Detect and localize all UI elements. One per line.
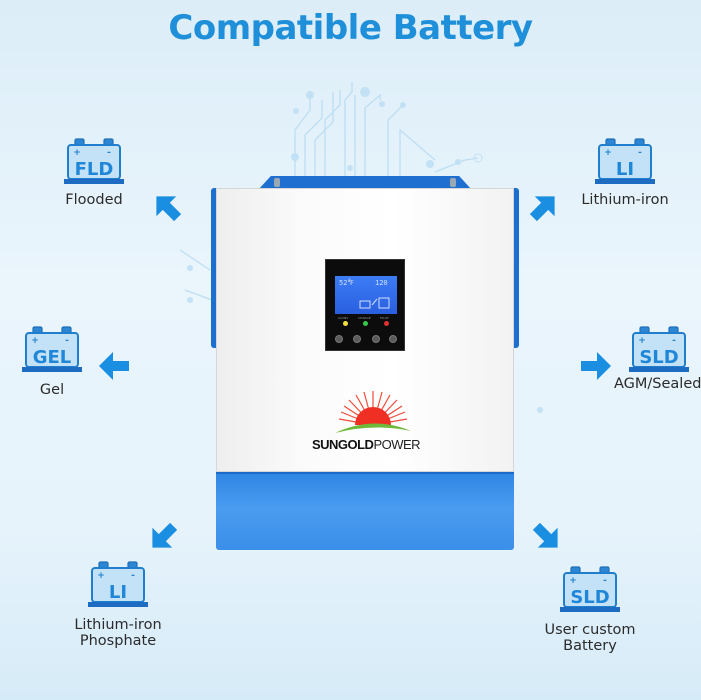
arrow-up-left-icon — [156, 196, 182, 222]
inverter-body: 52̊℉ 120 AC/INV CHARGE FAULT — [216, 188, 514, 472]
brand-name: SUNGOLDPOWER — [217, 437, 515, 452]
svg-text:-: - — [65, 336, 69, 346]
battery-icon: + - GEL — [22, 326, 82, 372]
arrow-down-left-icon — [152, 522, 178, 548]
brand-name-light: POWER — [373, 437, 421, 452]
svg-text:+: + — [638, 336, 646, 346]
svg-text:+: + — [73, 148, 81, 158]
battery-label-line1: User custom — [544, 622, 636, 638]
battery-item-user-custom: + - SLD User custom Battery — [538, 566, 642, 654]
bolt-icon — [450, 178, 456, 187]
svg-text:-: - — [107, 148, 111, 158]
led-fault-indicator — [384, 321, 389, 326]
bolt-icon — [274, 178, 280, 187]
inverter-top-bracket — [258, 176, 472, 190]
control-panel: 52̊℉ 120 AC/INV CHARGE FAULT — [325, 259, 405, 351]
down-button — [372, 335, 380, 343]
battery-icon: + - LI — [595, 138, 655, 184]
up-button — [353, 335, 361, 343]
sungold-sun-logo-icon — [335, 391, 411, 433]
lcd-reading-right: 120 — [375, 279, 388, 287]
brand-name-bold: SUNGOLD — [311, 437, 374, 452]
inverter-side-left — [211, 188, 219, 348]
battery-icon: + - SLD — [560, 566, 620, 612]
arrow-left-icon — [99, 352, 129, 380]
svg-text:-: - — [603, 576, 607, 586]
svg-text:FLD: FLD — [75, 159, 114, 180]
svg-text:GEL: GEL — [33, 347, 72, 368]
battery-item-agm-sealed: + - SLD AGM/Sealed — [614, 326, 701, 392]
svg-text:SLD: SLD — [570, 587, 609, 608]
svg-text:LI: LI — [616, 159, 634, 180]
enter-button — [389, 335, 397, 343]
lcd-battery-load-icon — [359, 297, 390, 309]
svg-text:-: - — [131, 571, 135, 581]
lcd-reading-left: 52̊℉ — [339, 279, 355, 287]
arrow-up-right-icon — [529, 196, 555, 222]
svg-text:-: - — [672, 336, 676, 346]
arrow-right-icon — [581, 352, 611, 380]
battery-item-gel: + - GEL Gel — [20, 326, 84, 398]
battery-icon: + - SLD — [629, 326, 689, 372]
battery-icon: + - LI — [88, 561, 148, 607]
set-button — [335, 335, 343, 343]
led-ac-indicator — [343, 321, 348, 326]
inverter-side-right — [511, 188, 519, 348]
battery-item-flooded: + - FLD Flooded — [54, 138, 134, 208]
battery-label: AGM/Sealed — [614, 376, 701, 392]
svg-text:+: + — [97, 571, 105, 581]
battery-label: Flooded — [65, 192, 123, 208]
svg-text:+: + — [31, 336, 39, 346]
battery-item-lithium-iron-phosphate: + - LI Lithium-iron Phosphate — [66, 561, 170, 649]
svg-text:-: - — [638, 148, 642, 158]
battery-item-lithium-iron: + - LI Lithium-iron — [570, 138, 680, 208]
battery-label-line1: Lithium-iron — [74, 617, 162, 633]
svg-text:SLD: SLD — [639, 347, 678, 368]
indicator-label-ac: AC/INV — [338, 316, 349, 320]
indicator-label-fault: FAULT — [380, 316, 389, 320]
page-title: Compatible Battery — [168, 8, 533, 48]
battery-label: Lithium-iron — [581, 192, 669, 208]
inverter-base-cover — [216, 472, 514, 550]
battery-label: Gel — [39, 382, 65, 398]
lcd-display: 52̊℉ 120 — [335, 276, 397, 314]
svg-text:LI: LI — [109, 582, 127, 603]
battery-label-line2: Battery — [563, 638, 617, 654]
battery-icon: + - FLD — [64, 138, 124, 184]
indicator-label-charge: CHARGE — [358, 316, 371, 320]
solar-inverter-image: 52̊℉ 120 AC/INV CHARGE FAULT — [211, 176, 519, 552]
led-charge-indicator — [363, 321, 368, 326]
battery-label-line2: Phosphate — [79, 633, 157, 649]
svg-text:+: + — [604, 148, 612, 158]
svg-text:+: + — [569, 576, 577, 586]
arrow-down-right-icon — [532, 522, 558, 548]
